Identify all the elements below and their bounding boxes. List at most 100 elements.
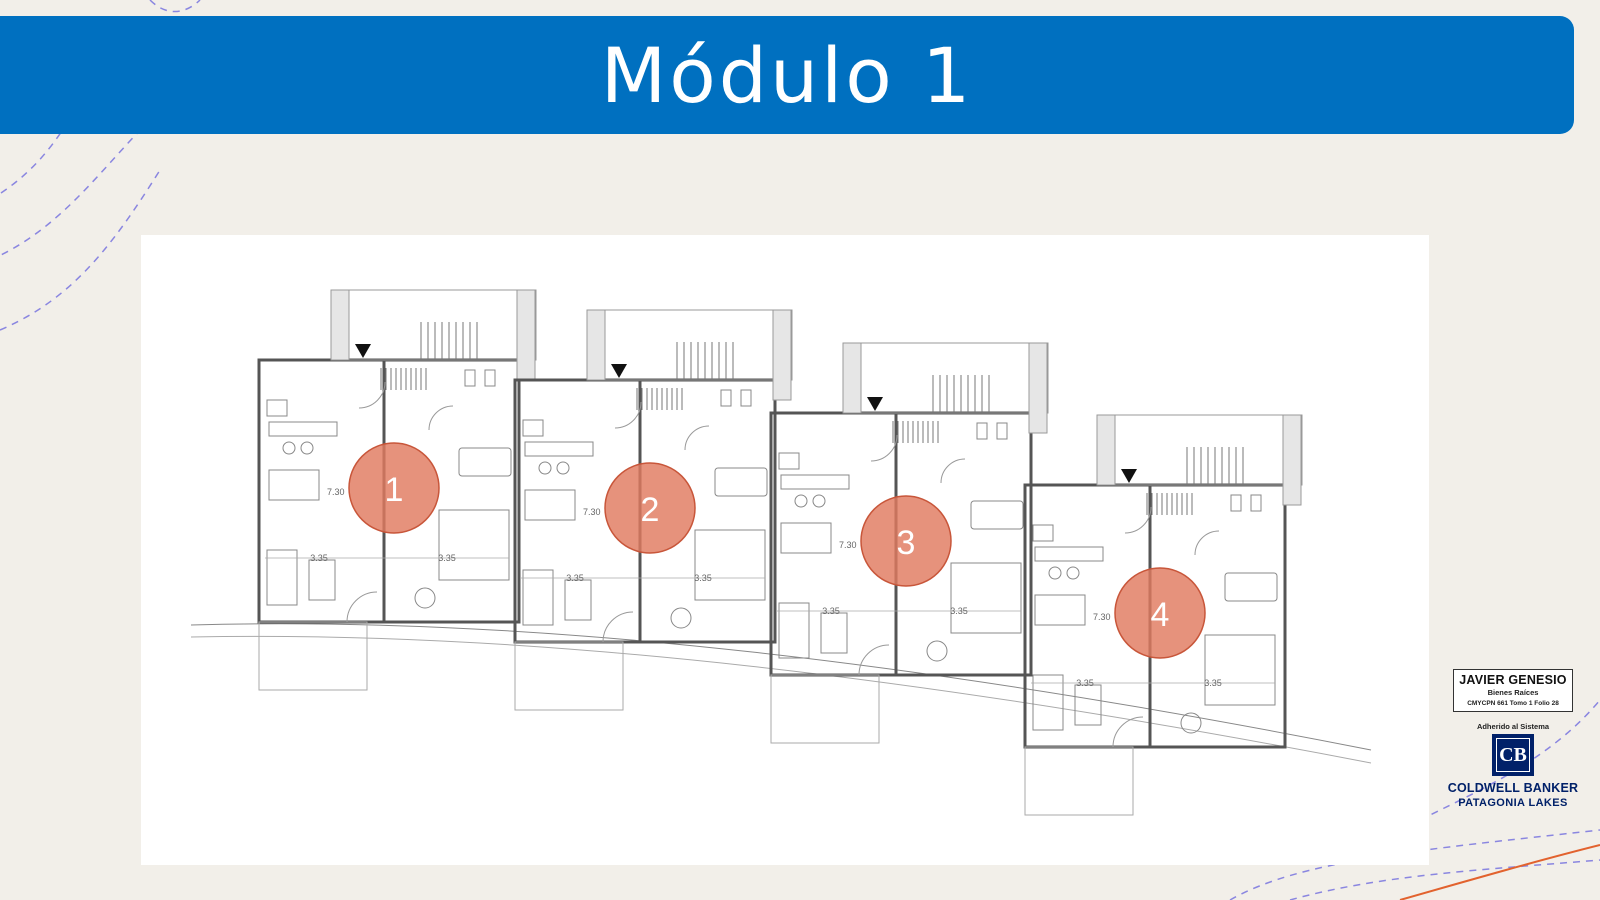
- fixture: [1230, 494, 1242, 512]
- kitchen-counter: [1034, 546, 1104, 562]
- fixture: [464, 369, 476, 387]
- door-swing: [858, 644, 890, 676]
- dimension-width-label: 3.35: [566, 573, 584, 583]
- stone-wall: [1028, 342, 1048, 434]
- stone-wall: [516, 289, 536, 381]
- bed: [438, 509, 510, 581]
- bed: [694, 529, 766, 601]
- door-swing: [614, 401, 642, 429]
- agent-subtitle: Bienes Raíces: [1487, 688, 1539, 697]
- terrace: [770, 674, 880, 744]
- dining-table: [524, 489, 576, 521]
- door-swing: [940, 458, 966, 484]
- company-name: COLDWELL BANKER: [1447, 781, 1579, 795]
- dining-table: [1034, 594, 1086, 626]
- round-table: [926, 640, 948, 662]
- entry-arrow: [867, 397, 883, 411]
- dimension-width-label: 3.35: [438, 553, 456, 563]
- stone-wall: [772, 309, 792, 401]
- bathtub: [970, 500, 1024, 530]
- adherido-text: Adherido al Sistema: [1476, 722, 1550, 731]
- agent-registration: CMYCPN 661 Tomo 1 Folio 28: [1467, 700, 1559, 707]
- round-table: [670, 607, 692, 629]
- stone-wall: [1282, 414, 1302, 506]
- cb-monogram: CB: [1496, 738, 1530, 772]
- dimension-width-label: 3.35: [694, 573, 712, 583]
- unit-4: 3.35 3.35 7.30 4: [1023, 414, 1303, 816]
- bed: [950, 562, 1022, 634]
- door-swing: [428, 405, 454, 431]
- dimension-width-label: 3.35: [310, 553, 328, 563]
- stool: [1066, 566, 1080, 580]
- terrace: [258, 621, 368, 691]
- cooktop: [266, 399, 288, 417]
- side-table: [564, 579, 592, 621]
- unit-number-label: 2: [641, 491, 660, 529]
- unit-number-label: 3: [897, 524, 916, 562]
- door-swing: [602, 611, 634, 643]
- fixture: [1250, 494, 1262, 512]
- coldwell-banker-logo: CB: [1492, 734, 1534, 776]
- stone-wall: [330, 289, 350, 361]
- stone-wall: [1096, 414, 1116, 486]
- bed: [1204, 634, 1276, 706]
- door-swing: [1194, 530, 1220, 556]
- bathtub: [1224, 572, 1278, 602]
- unit-number-label: 1: [385, 471, 404, 509]
- entry-arrow: [1121, 469, 1137, 483]
- side-table: [1074, 684, 1102, 726]
- unit-marker: [604, 462, 696, 554]
- company-subtitle: PATAGONIA LAKES: [1458, 797, 1568, 809]
- round-table: [1180, 712, 1202, 734]
- round-table: [414, 587, 436, 609]
- cooktop: [522, 419, 544, 437]
- door-swing: [346, 591, 378, 623]
- dimension-depth-label: 7.30: [1093, 612, 1111, 622]
- branding-block: JAVIER GENESIO Bienes Raíces CMYCPN 661 …: [1436, 669, 1590, 809]
- stool: [538, 461, 552, 475]
- door-swing: [358, 381, 386, 409]
- sofa: [266, 549, 298, 606]
- bathtub: [458, 447, 512, 477]
- fixture: [976, 422, 988, 440]
- stool: [812, 494, 826, 508]
- fixture: [720, 389, 732, 407]
- unit-number-label: 4: [1151, 596, 1170, 634]
- door-swing: [1112, 716, 1144, 748]
- dimension-width-label: 3.35: [950, 606, 968, 616]
- title-banner: Módulo 1: [0, 16, 1574, 134]
- stone-wall: [586, 309, 606, 381]
- door-swing: [684, 425, 710, 451]
- stool: [794, 494, 808, 508]
- stool: [300, 441, 314, 455]
- page-title: Módulo 1: [600, 30, 974, 120]
- unit-marker: [1114, 567, 1206, 659]
- fixture: [740, 389, 752, 407]
- fixture: [484, 369, 496, 387]
- dining-table: [268, 469, 320, 501]
- stone-wall: [842, 342, 862, 414]
- cooktop: [1032, 524, 1054, 542]
- agent-name: JAVIER GENESIO: [1459, 673, 1567, 687]
- agent-card: JAVIER GENESIO Bienes Raíces CMYCPN 661 …: [1453, 669, 1573, 712]
- sofa: [522, 569, 554, 626]
- dimension-depth-label: 7.30: [839, 540, 857, 550]
- terrain-line: [190, 623, 1372, 751]
- cooktop: [778, 452, 800, 470]
- side-table: [308, 559, 336, 601]
- sofa: [778, 602, 810, 659]
- unit-marker: [860, 495, 952, 587]
- kitchen-counter: [268, 421, 338, 437]
- sofa: [1032, 674, 1064, 731]
- dimension-width-label: 3.35: [1204, 678, 1222, 688]
- entry-arrow: [355, 344, 371, 358]
- dimension-width-label: 3.35: [1076, 678, 1094, 688]
- dining-table: [780, 522, 832, 554]
- terrace: [514, 641, 624, 711]
- stool: [1048, 566, 1062, 580]
